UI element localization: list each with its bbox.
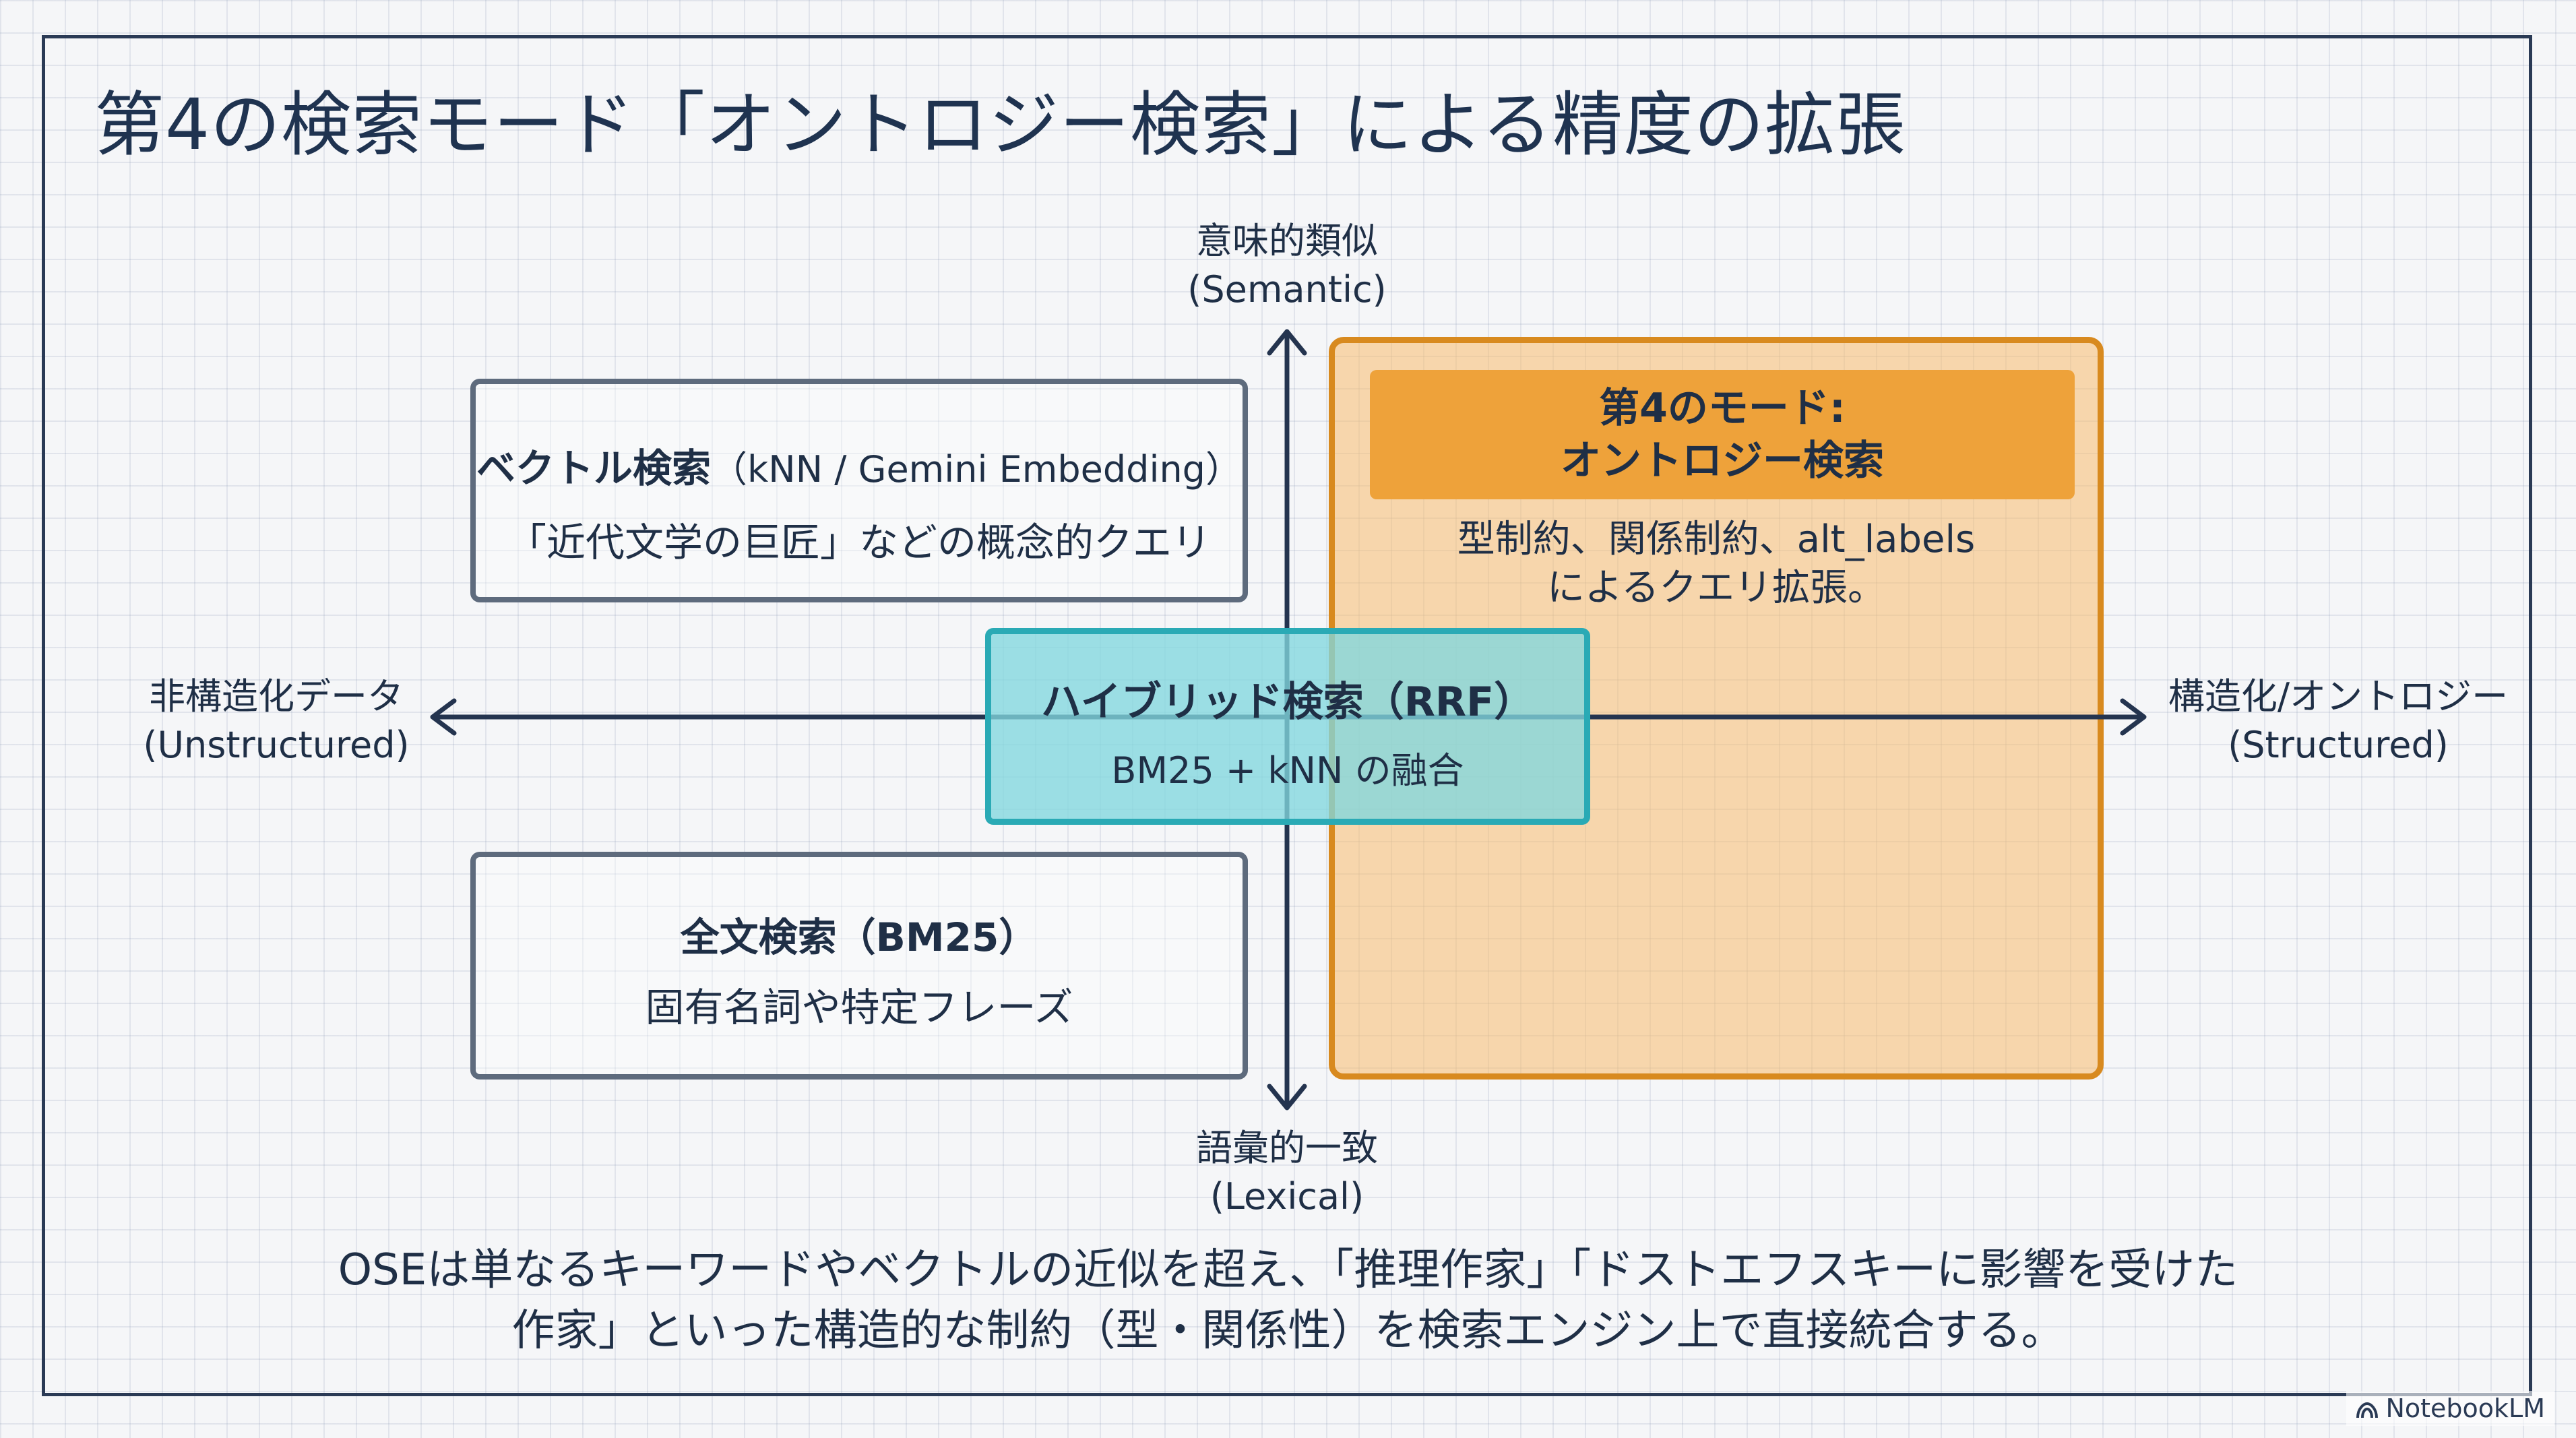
axis-bottom-line2: (Lexical) <box>1210 1175 1364 1218</box>
axis-left-line2: (Unstructured) <box>143 724 410 766</box>
slide-title: 第4の検索モード「オントロジー検索」による精度の拡張 <box>94 84 1907 166</box>
ontology-header-line2: オントロジー検索 <box>1561 437 1884 484</box>
conclusion-text: OSEは単なるキーワードやベクトルの近似を超え、「推理作家」「ドストエフスキーに… <box>0 1240 2576 1361</box>
ontology-body-line2: によるクエリ拡張。 <box>1546 566 1886 610</box>
arrow-up-icon <box>1267 329 1307 356</box>
axis-top-line2: (Semantic) <box>1187 268 1387 311</box>
vector-search-box: ベクトル検索（kNN / Gemini Embedding） 「近代文学の巨匠」… <box>470 379 1248 602</box>
fulltext-search-box: 全文検索（BM25） 固有名詞や特定フレーズ <box>470 852 1248 1080</box>
arrow-left-icon <box>430 698 457 736</box>
axis-top-line1: 意味的類似 <box>1196 220 1378 262</box>
axis-label-top: 意味的類似 (Semantic) <box>1119 217 1455 314</box>
vector-search-title: ベクトル検索 <box>476 445 712 491</box>
axis-label-left: 非構造化データ (Unstructured) <box>108 673 445 770</box>
arrow-down-icon <box>1267 1084 1307 1111</box>
hybrid-search-title: ハイブリッド検索（RRF） <box>1040 679 1535 726</box>
ontology-search-description: 型制約、関係制約、alt_labels によるクエリ拡張。 <box>1335 515 2098 613</box>
axis-right-line1: 構造化/オントロジー <box>2168 675 2509 718</box>
vector-search-description: 「近代文学の巨匠」などの概念的クエリ <box>507 520 1211 565</box>
axis-label-right: 構造化/オントロジー (Structured) <box>2156 673 2520 770</box>
axis-left-line1: 非構造化データ <box>149 675 404 718</box>
axis-bottom-line1: 語彙的一致 <box>1196 1127 1378 1169</box>
fulltext-search-title: 全文検索（BM25） <box>680 914 1038 960</box>
brand-name: NotebookLM <box>2385 1394 2545 1423</box>
hybrid-search-description: BM25 + kNN の融合 <box>1111 749 1464 792</box>
fulltext-search-description: 固有名詞や特定フレーズ <box>645 984 1073 1030</box>
ontology-search-header: 第4のモード: オントロジー検索 <box>1370 370 2075 499</box>
vector-search-heading: ベクトル検索（kNN / Gemini Embedding） <box>476 437 1243 493</box>
ontology-body-line1: 型制約、関係制約、alt_labels <box>1457 518 1976 561</box>
conclusion-line2: 作家」といった構造的な制約（型・関係性）を検索エンジン上で直接統合する。 <box>511 1306 2065 1356</box>
axis-right-line2: (Structured) <box>2228 724 2449 766</box>
axis-label-bottom: 語彙的一致 (Lexical) <box>1119 1124 1455 1221</box>
vector-search-subtitle: （kNN / Gemini Embedding） <box>711 448 1242 491</box>
hybrid-search-box: ハイブリッド検索（RRF） BM25 + kNN の融合 <box>985 628 1590 825</box>
notebooklm-watermark: NotebookLM <box>2346 1391 2554 1426</box>
conclusion-line1: OSEは単なるキーワードやベクトルの近似を超え、「推理作家」「ドストエフスキーに… <box>338 1245 2238 1295</box>
ontology-search-region: 第4のモード: オントロジー検索 型制約、関係制約、alt_labels による… <box>1329 337 2104 1080</box>
notebooklm-logo-icon <box>2356 1402 2379 1418</box>
ontology-header-line1: 第4のモード: <box>1599 385 1846 432</box>
arrow-right-icon <box>2120 698 2147 736</box>
slide-frame <box>42 35 2532 1396</box>
